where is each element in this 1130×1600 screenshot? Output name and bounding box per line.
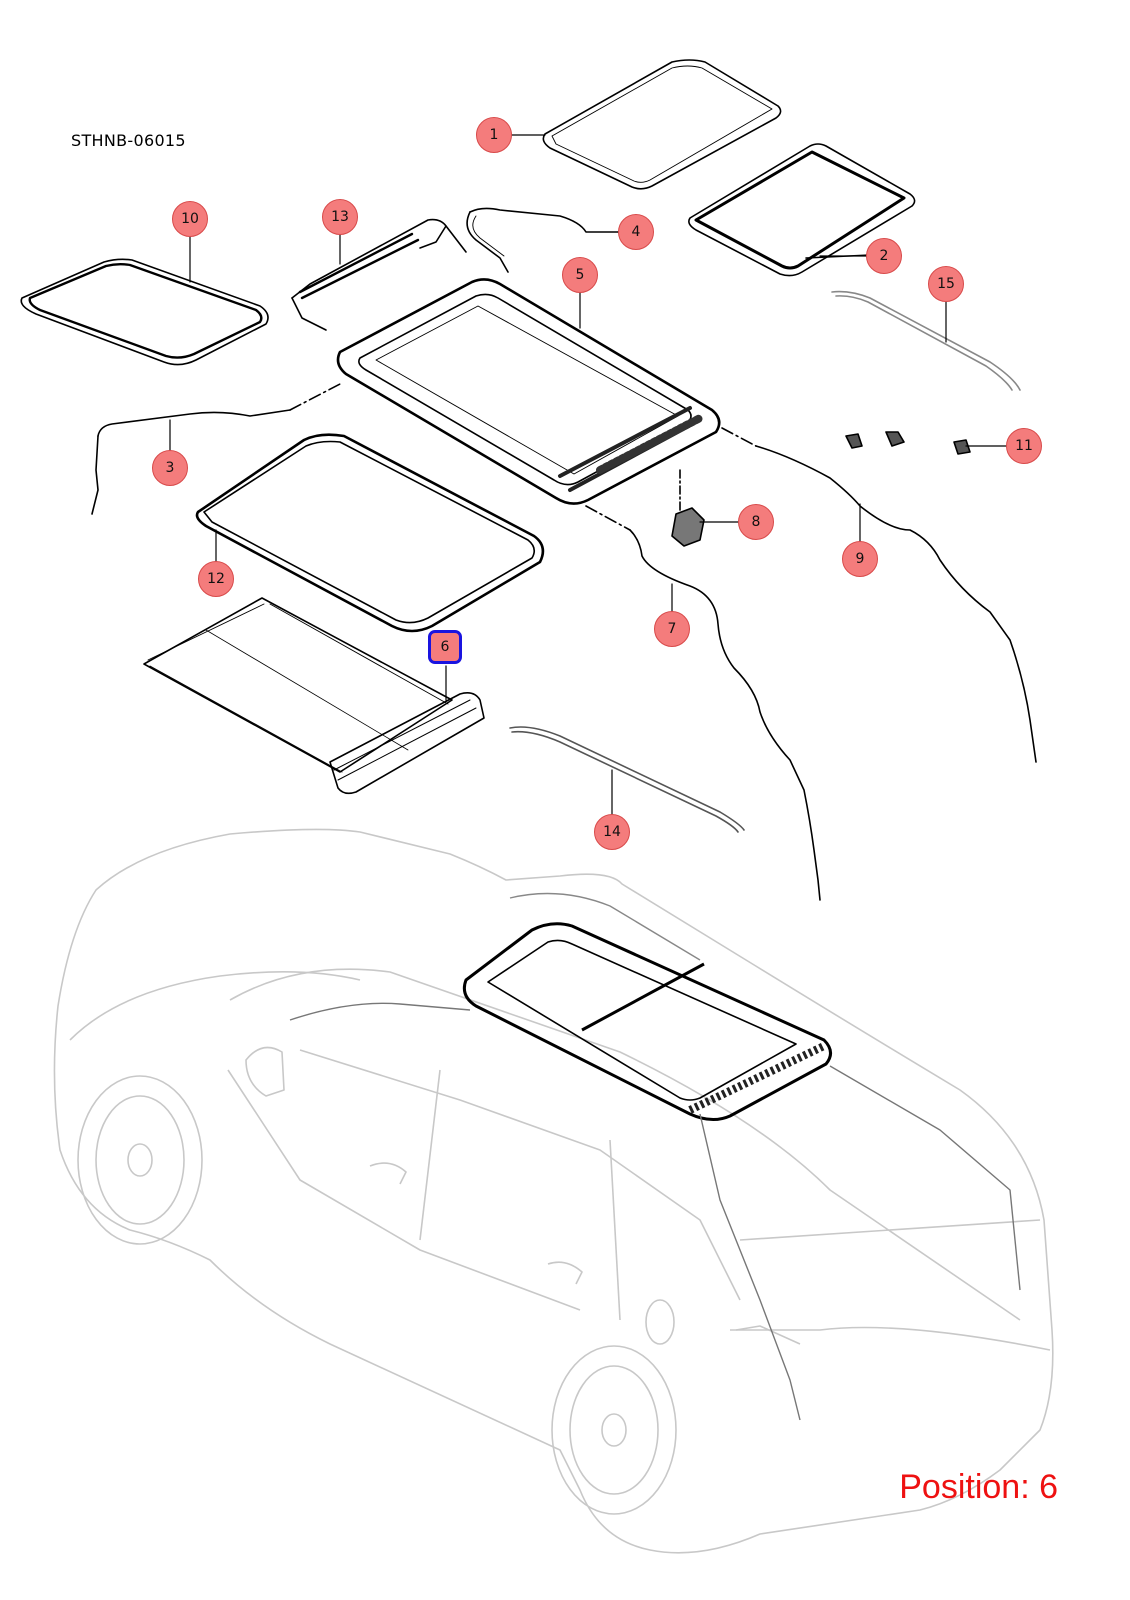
- part-15-roof-trim: [831, 290, 1021, 391]
- callout-11[interactable]: 11: [1006, 428, 1042, 464]
- part-12-glass-seal: [195, 433, 545, 633]
- part-6-sunshade: [143, 597, 485, 795]
- callout-2[interactable]: 2: [866, 238, 902, 274]
- part-11-clips: [845, 431, 971, 455]
- part-9-drain-hose: [721, 427, 1037, 763]
- callout-15[interactable]: 15: [928, 266, 964, 302]
- callout-10[interactable]: 10: [172, 201, 208, 237]
- callout-leaders: [169, 134, 1007, 815]
- callout-1[interactable]: 1: [476, 117, 512, 153]
- position-label: Position: 6: [899, 1468, 1058, 1506]
- callout-3[interactable]: 3: [152, 450, 188, 486]
- callout-7[interactable]: 7: [654, 611, 690, 647]
- part-4-drain-hose: [466, 207, 619, 273]
- installed-sunroof: [289, 892, 1021, 1421]
- part-3-drain-hose: [91, 383, 341, 515]
- callout-5[interactable]: 5: [562, 257, 598, 293]
- vehicle-outline: [53, 828, 1054, 1554]
- callout-6[interactable]: 6: [428, 630, 462, 664]
- callout-12[interactable]: 12: [198, 561, 234, 597]
- callout-14[interactable]: 14: [594, 814, 630, 850]
- part-10-seal-frame: [20, 258, 269, 366]
- part-7-drain-hose: [585, 505, 821, 901]
- part-1-front-glass: [542, 59, 782, 190]
- part-13-wind-deflector: [291, 218, 467, 331]
- callout-8[interactable]: 8: [738, 504, 774, 540]
- callout-13[interactable]: 13: [322, 199, 358, 235]
- part-5-sunroof-frame: [336, 278, 721, 505]
- callout-9[interactable]: 9: [842, 541, 878, 577]
- part-8-bracket: [671, 469, 705, 547]
- diagram-code: STHNB-06015: [71, 131, 186, 150]
- part-14-side-trim: [509, 726, 745, 833]
- callout-4[interactable]: 4: [618, 214, 654, 250]
